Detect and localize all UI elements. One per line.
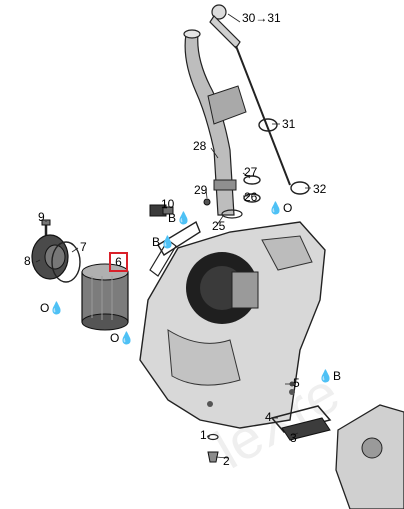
drain-plug xyxy=(207,433,219,463)
b-grease-symbol-10: B💧 xyxy=(168,211,191,225)
gasket-25 xyxy=(149,220,201,277)
o-oil-symbol-filter: O💧 xyxy=(110,331,135,345)
callout-4: 4 xyxy=(265,410,272,424)
side-casting xyxy=(335,404,404,509)
leader-lines xyxy=(35,13,311,459)
callout-7: 7 xyxy=(80,240,87,254)
callout-9: 9 xyxy=(38,210,45,224)
o-oil-symbol-26: 💧O xyxy=(268,201,293,215)
callout-3: 3 xyxy=(290,431,297,445)
b-grease-symbol-gasket: B💧 xyxy=(152,235,175,249)
callout-31: 31 xyxy=(282,117,296,131)
bolt-5 xyxy=(289,381,295,387)
callout-10: 10 xyxy=(161,197,175,211)
dipstick xyxy=(209,4,310,195)
callout-29: 29 xyxy=(194,183,208,197)
o-oil-symbol-cover: O💧 xyxy=(40,301,65,315)
drop-icon: 💧 xyxy=(160,235,175,249)
callout-6-highlighted: 6 xyxy=(109,252,128,272)
drop-icon: 💧 xyxy=(268,201,283,215)
callout-1: 1 xyxy=(200,428,207,442)
callout-5: 5 xyxy=(293,376,300,390)
filter-cover xyxy=(31,234,81,283)
callout-25: 25 xyxy=(212,219,226,233)
drop-icon: 💧 xyxy=(49,301,65,315)
callout-2: 2 xyxy=(223,454,230,468)
callout-26: 26 xyxy=(244,190,258,204)
crankcase xyxy=(139,221,326,429)
filler-tube xyxy=(183,29,247,216)
callout-28: 28 xyxy=(193,139,207,153)
oil-filter xyxy=(81,263,129,331)
bolt-29 xyxy=(203,198,211,206)
callout-8: 8 xyxy=(24,254,31,268)
sensor-10 xyxy=(149,204,174,217)
callout-32: 32 xyxy=(313,182,327,196)
b-grease-symbol-5: 💧B xyxy=(318,369,341,383)
o-rings xyxy=(221,175,261,219)
drop-icon: 💧 xyxy=(318,369,333,383)
drop-icon: 💧 xyxy=(119,331,135,345)
drop-icon: 💧 xyxy=(176,211,191,225)
callout-30-31: 30→31 xyxy=(242,11,281,25)
bolt-9 xyxy=(41,219,51,236)
callout-27: 27 xyxy=(244,165,258,179)
